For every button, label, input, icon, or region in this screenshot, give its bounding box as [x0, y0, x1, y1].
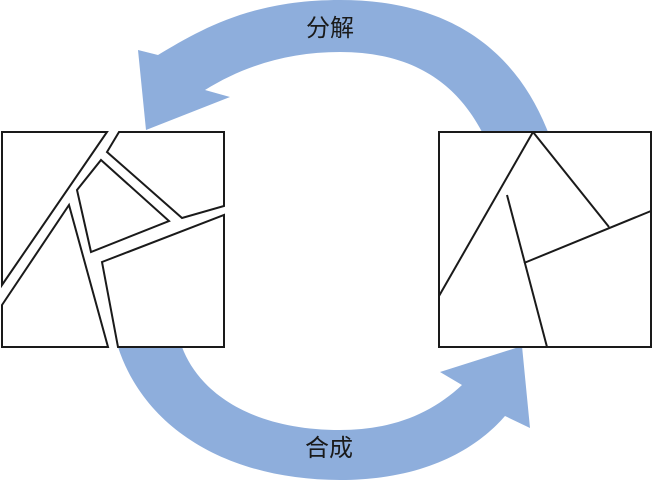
compose-arrow	[118, 346, 530, 480]
right-cut-main-diagonal	[438, 131, 534, 297]
right-cut-vertical	[506, 194, 548, 348]
left-piece-middle-triangle	[75, 158, 171, 254]
right-cut-upper	[532, 131, 610, 228]
right-square-composed	[438, 131, 652, 348]
compose-label: 合成	[305, 434, 353, 462]
left-piece-bottom-right	[100, 213, 225, 348]
left-square-decomposed	[1, 131, 225, 348]
left-piece-top-right	[105, 131, 225, 220]
left-piece-left-bottom	[1, 202, 110, 348]
decompose-label: 分解	[306, 14, 354, 42]
right-square-outline	[438, 131, 652, 348]
left-piece-left-top	[1, 131, 109, 289]
decompose-arrow	[138, 0, 548, 132]
right-cut-right	[523, 210, 652, 264]
